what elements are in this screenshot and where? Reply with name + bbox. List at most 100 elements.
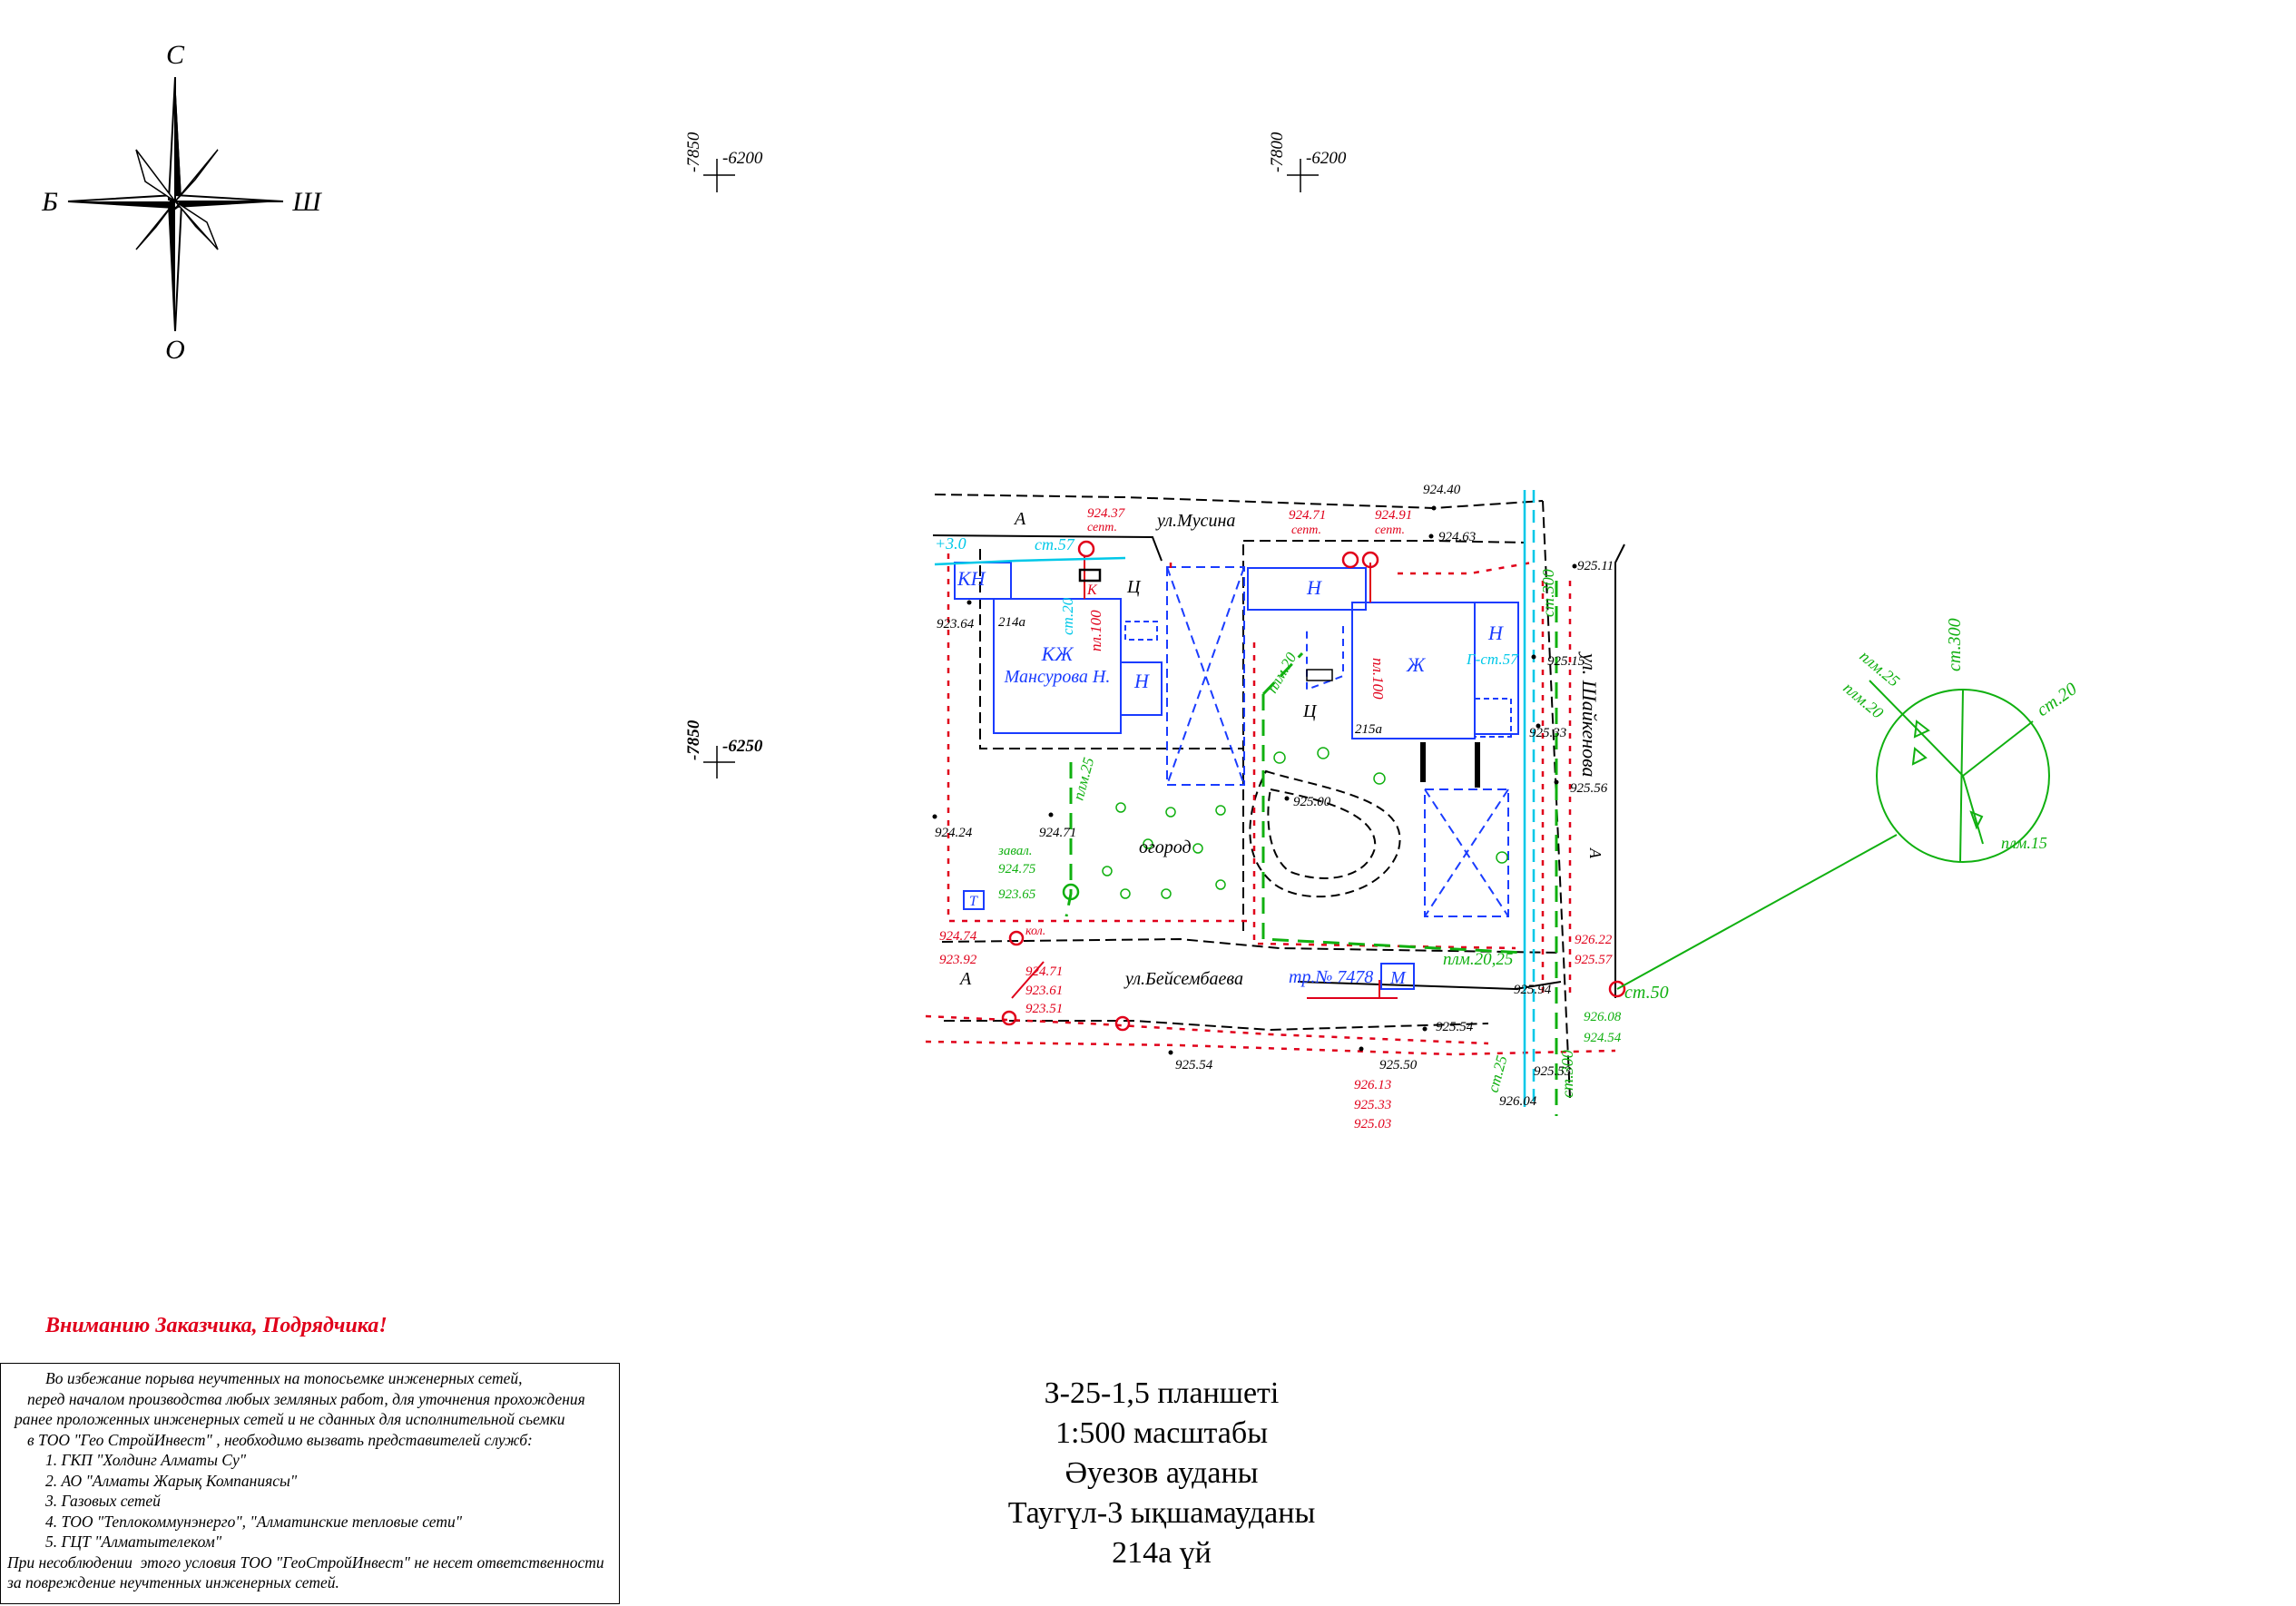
house-label: 214а үй	[1112, 1536, 1212, 1570]
building-owner-label: Мансурова Н.	[1004, 667, 1111, 687]
steps	[1306, 669, 1333, 681]
notice-line: 2. АО "Алматы Жарық Компаниясы"	[45, 1471, 298, 1490]
elevation-label: 924.63	[1438, 530, 1476, 544]
utility-label: септ.	[1291, 524, 1321, 537]
grid-mark	[1287, 159, 1319, 192]
lot-214a-label: 214а	[998, 615, 1025, 630]
elevation-label: 923.65	[998, 887, 1036, 902]
grid-y-label: -6250	[722, 737, 763, 756]
wells	[1001, 540, 1626, 1032]
notice-line: При несоблюдении этого условия ТОО "ГеоС…	[7, 1552, 604, 1572]
elevation-label: 924.54	[1584, 1031, 1622, 1045]
utility-label: ст.300	[1539, 569, 1557, 617]
utility-label: ст.57	[1035, 535, 1075, 553]
notice-line: перед началом производства любых земляны…	[27, 1389, 585, 1408]
elevation-label: 924.71	[1025, 965, 1063, 979]
building-t-label: Т	[969, 894, 978, 909]
building-n-label: Н	[1487, 622, 1504, 644]
elevation-label: 925.11	[1577, 559, 1614, 573]
notice-title: Вниманию Заказчика, Подрядчика!	[45, 1314, 388, 1337]
utility-label: плм.20,25	[1443, 950, 1513, 969]
elevation-label: 925.54	[1175, 1058, 1213, 1072]
elevation-label: 923.61	[1025, 984, 1063, 998]
garden-label: огород	[1139, 837, 1192, 857]
utility-label: Г-ст.57	[1466, 651, 1519, 668]
title-block: З-25-1,5 планшеті 1:500 масштабы Әуезов …	[971, 1374, 1352, 1573]
notice-line: 3. Газовых сетей	[45, 1492, 161, 1510]
courtyard-path	[1249, 769, 1401, 898]
grid-mark	[703, 746, 735, 779]
notice-line: в ТОО "Гео СтройИнвест" , необходимо выз…	[27, 1430, 533, 1449]
elevation-label: 924.75	[998, 862, 1036, 876]
detail-label: плм.15	[2001, 834, 2047, 852]
notice-line: 5. ГЦТ "Алматытелеком"	[45, 1533, 222, 1551]
water-pipe	[1011, 555, 1398, 999]
cyan-lines	[934, 490, 1536, 1107]
grid-x-label: -7850	[684, 720, 703, 760]
elevation-label: 925.33	[1529, 726, 1566, 740]
building-ts-label: Ц	[1126, 577, 1142, 597]
elevation-label: 924.24	[935, 826, 973, 840]
street-label-musina: ул.Мусина	[1155, 511, 1235, 531]
elevation-label: 925.54	[1436, 1020, 1474, 1034]
notice-line: 1. ГКП "Холдинг Алматы Су"	[45, 1451, 247, 1469]
elevation-label: 925.15	[1547, 654, 1585, 669]
district-label: Әуезов ауданы	[1065, 1456, 1259, 1490]
elevation-label: 925.57	[1575, 953, 1614, 967]
elevation-label: 925.94	[1514, 983, 1552, 997]
sheet-label: З-25-1,5 планшеті	[1044, 1376, 1280, 1410]
zone-label: А	[1013, 509, 1026, 529]
elevation-label: 924.40	[1423, 483, 1461, 497]
detail-label: ст.20	[2033, 679, 2080, 720]
gas-lines	[1065, 581, 1558, 1116]
compass-rose: С О Б Ш	[41, 40, 322, 365]
notice-text: Во избежание порыва неучтенных на топось…	[7, 1368, 604, 1593]
utility-label: завал.	[997, 844, 1033, 858]
elevation-label: 925.50	[1379, 1058, 1418, 1072]
building-m-label: М	[1389, 968, 1407, 988]
grid-x-label: -7800	[1268, 132, 1287, 172]
building-kzh-label: КЖ	[1041, 642, 1074, 665]
elevation-label: 926.13	[1354, 1078, 1391, 1092]
red-fence-lines	[925, 553, 1616, 1056]
utility-label: септ.	[1375, 524, 1405, 537]
utility-label: ст.20	[1059, 597, 1076, 635]
scale-label: 1:500 масштабы	[1055, 1416, 1269, 1450]
elevation-label: 926.22	[1575, 933, 1613, 947]
compass-east-label: Ш	[291, 187, 322, 217]
building-n-label: Н	[1306, 576, 1322, 599]
grid-y-label: -6200	[722, 149, 763, 168]
notice-line: за повреждение неучтенных инженерных сет…	[7, 1573, 339, 1591]
dark-wall	[1420, 742, 1480, 788]
utility-label: ст.25	[1485, 1053, 1511, 1094]
transformer-label: тр.№ 7478	[1289, 967, 1373, 987]
detail-label: плм.25	[1856, 647, 1903, 690]
spot-heights	[932, 505, 1577, 1055]
elevation-label: 924.74	[939, 929, 977, 944]
elevation-label: 925.56	[1570, 781, 1608, 796]
elevation-label: 923.51	[1025, 1002, 1063, 1016]
elevation-label: 925.03	[1354, 1117, 1391, 1131]
detail-label: плм.20	[1840, 679, 1887, 722]
elevation-label: 926.08	[1584, 1010, 1622, 1024]
elevation-label: 925.00	[1293, 795, 1331, 809]
courtyard-path-inner	[1267, 788, 1377, 879]
compass-south-label: О	[165, 335, 185, 365]
grid-mark	[703, 159, 735, 192]
building-zh-label: Ж	[1406, 653, 1426, 676]
building-n-label: Н	[1133, 670, 1150, 692]
building-kn-label: КН	[957, 567, 986, 590]
elevation-label: 925.53	[1534, 1064, 1571, 1079]
elevation-label: 926.04	[1499, 1094, 1537, 1109]
building-ts-label: Ц	[1302, 701, 1318, 721]
utility-label: +3.0	[935, 534, 966, 553]
zone-label: А	[1586, 847, 1604, 859]
elevation-label: 924.71	[1039, 826, 1076, 840]
utility-label: септ.	[1087, 521, 1117, 534]
utility-label: плм.20	[1263, 649, 1300, 696]
notice-line: ранее проложенных инженерных сетей и не …	[15, 1410, 565, 1428]
utility-label: плм.25	[1070, 756, 1098, 802]
elevation-label: 923.64	[937, 617, 975, 632]
notice-box	[0, 1363, 620, 1604]
